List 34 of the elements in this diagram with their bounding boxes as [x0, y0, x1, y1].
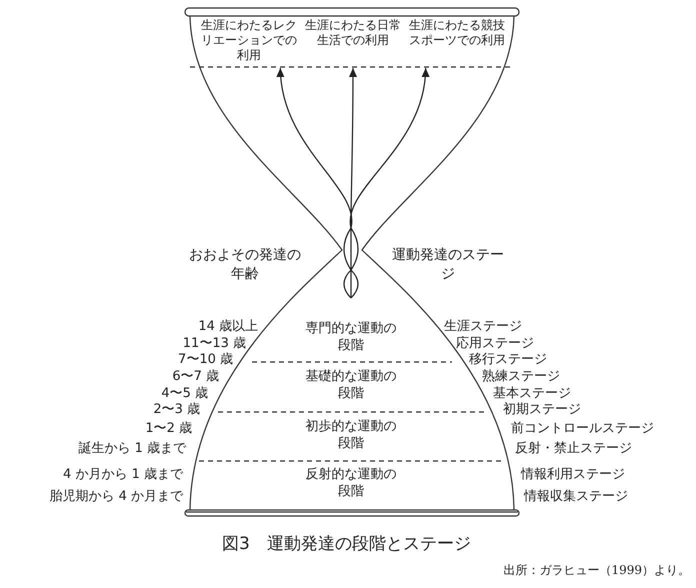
stage-label: 反射・禁止ステージ [515, 441, 632, 457]
stage-label: 情報収集ステージ [524, 489, 628, 505]
age-label: 1〜2 歳 [145, 421, 192, 437]
age-label: 4 か月から 1 歳まで [63, 467, 183, 483]
column-heading: 運動発達のステージ [392, 246, 504, 284]
arrow [343, 68, 429, 298]
stage-label: 初期ステージ [503, 402, 581, 418]
usage-label: 生涯にわたる日常生活での利用 [304, 18, 402, 68]
age-label: 誕生から 1 歳まで [78, 441, 186, 457]
age-label: 4〜5 歳 [161, 386, 208, 402]
age-label: 6〜7 歳 [172, 369, 219, 385]
age-label: 11〜13 歳 [182, 336, 246, 352]
age-label: 胎児期から 4 か月まで [49, 489, 183, 505]
stage-label: 前コントロールステージ [511, 421, 654, 437]
source-note: 出所：ガラヒュー（1999）より。 [503, 562, 690, 578]
age-label: 7〜10 歳 [178, 352, 233, 368]
usage-label: 生涯にわたるレクリエーションでの利用 [200, 18, 298, 68]
phase-label: 専門的な運動の段階 [300, 298, 402, 358]
phase-label: 初歩的な運動の段階 [300, 416, 402, 456]
arrow [277, 68, 359, 298]
phase-label: 反射的な運動の段階 [300, 464, 402, 504]
usage-label: 生涯にわたる競技スポーツでの利用 [408, 18, 506, 68]
stage-label: 熟練ステージ [482, 369, 560, 385]
column-heading: おおよその発達の年齢 [189, 246, 301, 284]
stage-label: 基本ステージ [493, 386, 571, 402]
age-label: 2〜3 歳 [153, 402, 200, 418]
stage-label: 移行ステージ [469, 352, 547, 368]
age-label: 14 歳以上 [198, 319, 258, 335]
arrow [348, 68, 357, 298]
phase-label: 基礎的な運動の段階 [300, 366, 402, 406]
stage-label: 応用ステージ [456, 336, 534, 352]
stage-label: 情報利用ステージ [521, 467, 625, 483]
stage-label: 生涯ステージ [444, 319, 522, 335]
figure-caption: 図3 運動発達の段階とステージ [222, 533, 471, 555]
